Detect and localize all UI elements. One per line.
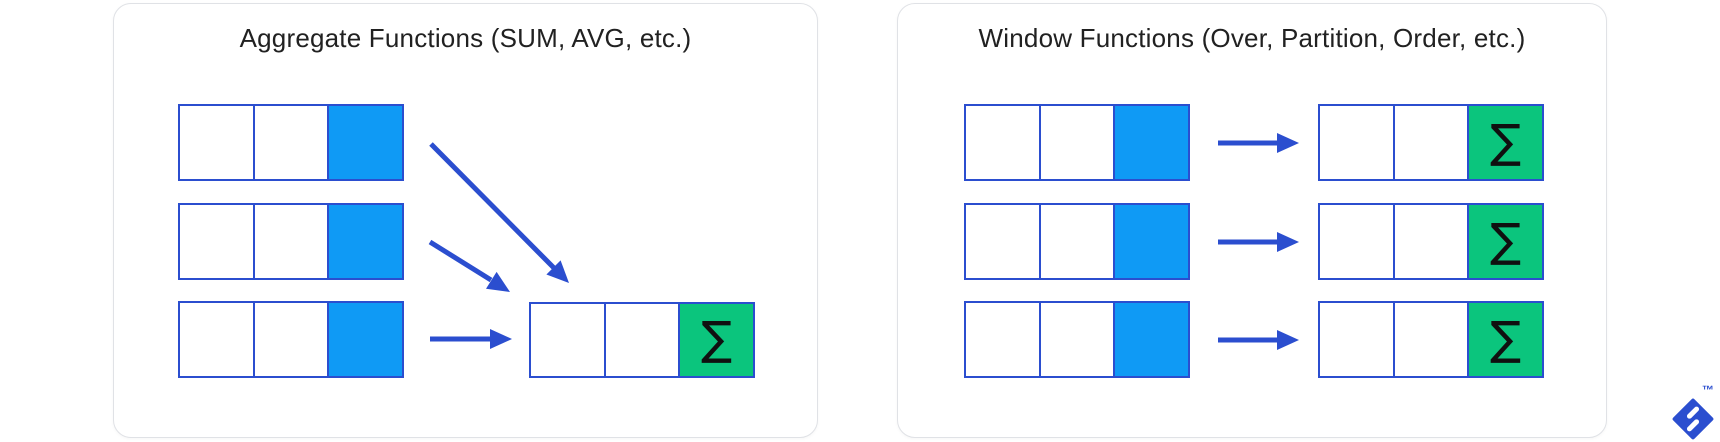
table-cell-empty: [252, 106, 328, 179]
table-cell-empty: [1392, 106, 1468, 179]
table-cell-highlighted: [327, 205, 403, 278]
table-cell-empty: [1320, 303, 1393, 376]
result-table-row: ∑: [1318, 203, 1544, 280]
table-cell-empty: [1038, 106, 1114, 179]
table-cell-empty: [966, 106, 1039, 179]
panel-aggregate-functions: Aggregate Functions (SUM, AVG, etc.) ∑: [113, 3, 818, 438]
table-cell-empty: [180, 106, 253, 179]
table-cell-empty: [180, 205, 253, 278]
table-cell-empty: [1038, 205, 1114, 278]
result-table-row: ∑: [1318, 104, 1544, 181]
sigma-symbol: ∑: [1490, 310, 1522, 365]
table-cell-highlighted: [327, 106, 403, 179]
table-cell-empty: [252, 303, 328, 376]
table-cell-window-result: ∑: [1467, 106, 1543, 179]
table-cell-empty: [180, 303, 253, 376]
table-cell-empty: [1392, 205, 1468, 278]
table-cell-empty: [531, 304, 604, 376]
panel-window-functions: Window Functions (Over, Partition, Order…: [897, 3, 1607, 438]
table-cell-highlighted: [1113, 205, 1189, 278]
table-cell-empty: [1320, 106, 1393, 179]
table-cell-highlighted: [1113, 303, 1189, 376]
table-cell-empty: [603, 304, 679, 376]
panel-title: Aggregate Functions (SUM, AVG, etc.): [239, 23, 692, 53]
panel-title: Window Functions (Over, Partition, Order…: [978, 23, 1526, 53]
table-cell-empty: [966, 303, 1039, 376]
source-table-row: [964, 301, 1190, 378]
source-table-row: [964, 203, 1190, 280]
table-cell-highlighted: [327, 303, 403, 376]
sigma-symbol: ∑: [1490, 212, 1522, 267]
source-table-row: [178, 301, 404, 378]
table-cell-window-result: ∑: [1467, 303, 1543, 376]
table-cell-empty: [1392, 303, 1468, 376]
sigma-symbol: ∑: [1490, 113, 1522, 168]
table-cell-empty: [966, 205, 1039, 278]
sigma-symbol: ∑: [701, 311, 733, 365]
trademark-symbol: ™: [1702, 383, 1714, 397]
table-cell-empty: [252, 205, 328, 278]
result-table-row: ∑: [1318, 301, 1544, 378]
toptal-logo-icon: [1672, 398, 1714, 440]
source-table-row: [178, 203, 404, 280]
table-cell-empty: [1320, 205, 1393, 278]
source-table-row: [964, 104, 1190, 181]
source-table-row: [178, 104, 404, 181]
table-cell-empty: [1038, 303, 1114, 376]
result-table-row: ∑: [529, 302, 755, 378]
table-cell-highlighted: [1113, 106, 1189, 179]
table-cell-window-result: ∑: [1467, 205, 1543, 278]
table-cell-aggregate-result: ∑: [678, 304, 754, 376]
